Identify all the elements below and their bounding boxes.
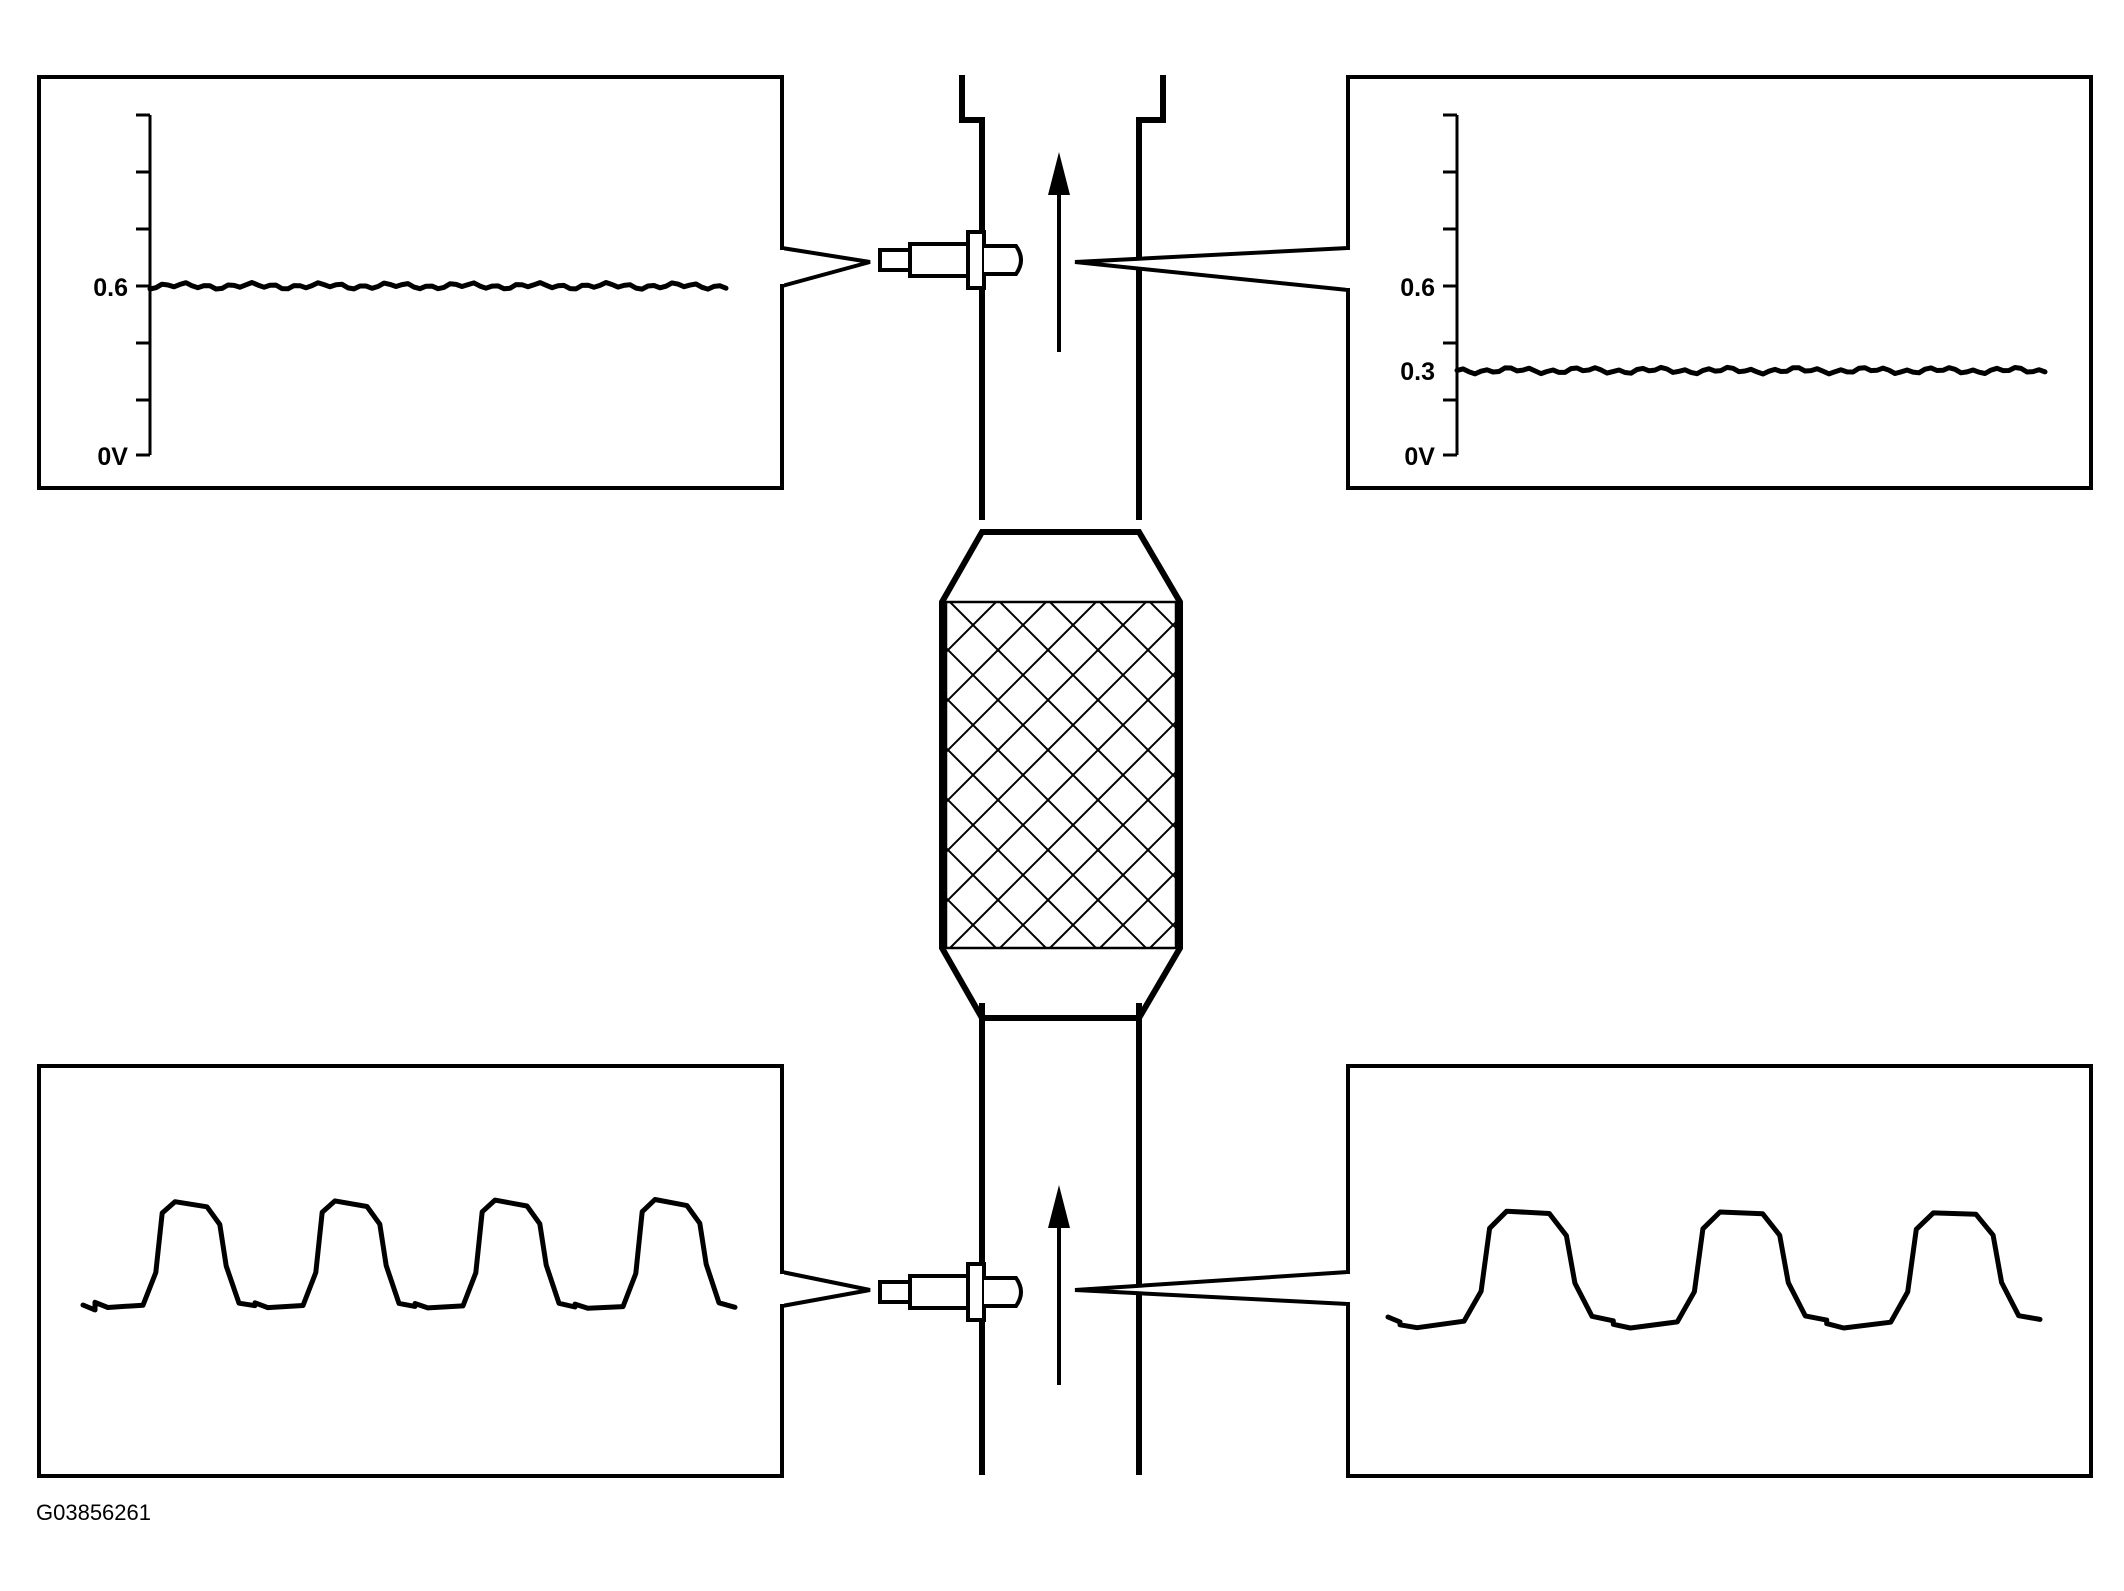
mesh-line: [946, 670, 1176, 904]
mesh-line: [1250, 602, 1596, 948]
flow-arrow-icon: [1048, 152, 1070, 352]
oxygen-sensor-icon: [878, 230, 1023, 290]
exhaust-pipe: [959, 75, 1166, 1475]
mesh-line: [999, 770, 1176, 948]
panel-bottom-right: [1074, 1064, 2093, 1478]
mesh-line: [946, 620, 1176, 854]
mesh-line: [1200, 602, 1546, 948]
tick-label-0-3: 0.3: [1400, 358, 1435, 386]
tick-label-0-6: 0.6: [93, 274, 128, 302]
mesh-line: [1400, 602, 1746, 948]
mesh-line: [946, 602, 1097, 754]
figure-id: G03856261: [36, 1500, 151, 1525]
mesh-line: [1149, 920, 1176, 948]
tick-label-0v: 0V: [1404, 443, 1435, 471]
catalyst-mesh: [946, 602, 1846, 948]
signal-trace-steady-low: [1454, 364, 2048, 377]
mesh-line: [946, 602, 1147, 804]
tick-label-0-6: 0.6: [1400, 274, 1435, 302]
mesh-line: [946, 602, 1047, 704]
catalytic-converter-icon: [939, 529, 1846, 1021]
mesh-line: [1250, 602, 1596, 948]
mesh-line: [946, 796, 1097, 948]
signal-trace-switching: [80, 1197, 738, 1313]
mesh-line: [949, 720, 1176, 948]
signal-trace-steady-high: [147, 280, 729, 292]
mesh-line: [1350, 602, 1696, 948]
panel-bottom-left: [37, 1064, 871, 1478]
mesh-line: [1350, 602, 1696, 948]
mesh-line: [1500, 602, 1846, 948]
mesh-line: [1149, 602, 1176, 630]
mesh-line: [1400, 602, 1746, 948]
panel-top-left: 0.6 0V: [37, 75, 871, 490]
tick-label-0v: 0V: [97, 443, 128, 471]
mesh-line: [1300, 602, 1646, 948]
mesh-line: [1450, 602, 1796, 948]
mesh-line: [1099, 602, 1176, 680]
panel-top-right: 0.6 0.3 0V: [1074, 75, 2093, 490]
mesh-line: [1200, 602, 1546, 948]
mesh-line: [946, 602, 947, 604]
flow-arrow-icon: [1048, 1185, 1070, 1385]
mesh-line: [1049, 602, 1176, 730]
mesh-line: [1099, 870, 1176, 948]
mesh-line: [1500, 602, 1846, 948]
signal-trace-switching: [1385, 1208, 2043, 1331]
mesh-line: [1450, 602, 1796, 948]
oxygen-sensor-icon: [878, 1262, 1023, 1322]
mesh-line: [946, 946, 947, 948]
mesh-line: [1049, 820, 1176, 948]
mesh-line: [946, 846, 1047, 948]
mesh-line: [1300, 602, 1646, 948]
